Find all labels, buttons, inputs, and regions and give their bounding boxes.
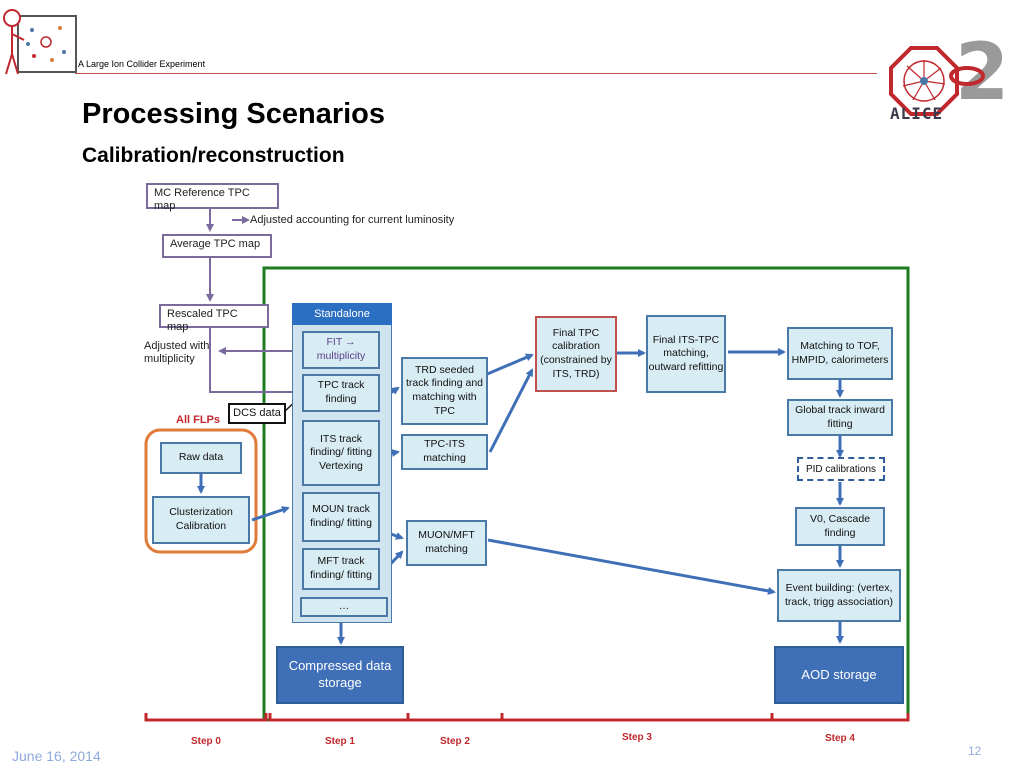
mft-track-finding-box: MFT track finding/ fitting	[302, 548, 380, 590]
clusterization-calibration-box: Clusterization Calibration	[152, 496, 250, 544]
its-track-finding-box: ITS track finding/ fitting Vertexing	[302, 420, 380, 486]
final-tpc-calibration-box: Final TPC calibration (constrained by IT…	[535, 316, 617, 392]
dcs-data-box: DCS data	[228, 403, 286, 424]
standalone-header: Standalone	[292, 303, 392, 325]
moun-track-finding-box: MOUN track finding/ fitting	[302, 492, 380, 542]
page-number: 12	[968, 744, 982, 758]
o2-swoosh	[949, 66, 985, 86]
matching-tof-box: Matching to TOF, HMPID, calorimeters	[787, 327, 893, 380]
adjusted-luminosity-label: Adjusted accounting for current luminosi…	[250, 214, 455, 226]
final-its-tpc-box: Final ITS-TPC matching, outward refittin…	[646, 315, 726, 393]
step-2-label: Step 2	[439, 736, 470, 747]
step1-bracket	[268, 713, 410, 722]
v0-cascade-box: V0, Cascade finding	[795, 507, 885, 546]
alice-mascot-logo	[3, 9, 77, 75]
rescaled-tpc-map-box: Rescaled TPC map	[159, 304, 269, 333]
alice-octagon-logo	[889, 46, 959, 116]
header-divider	[75, 73, 877, 74]
step4-bracket	[770, 713, 910, 722]
tpc-track-finding-box: TPC track finding	[302, 374, 380, 412]
global-track-fitting-box: Global track inward fitting	[787, 399, 893, 436]
fit-multiplicity-box: FIT → multiplicity	[302, 331, 380, 369]
footer-date: June 16, 2014	[12, 748, 101, 764]
event-building-box: Event building: (vertex, track, trigg as…	[777, 569, 901, 622]
all-flps-label: All FLPs	[176, 414, 221, 426]
muon-mft-matching-box: MUON/MFT matching	[406, 520, 487, 566]
page-subtitle: Calibration/reconstruction	[82, 144, 345, 167]
compressed-storage-box: Compressed data storage	[276, 646, 404, 704]
step-1-label: Step 1	[324, 736, 355, 747]
aod-storage-box: AOD storage	[774, 646, 904, 704]
tpc-its-matching-box: TPC-ITS matching	[401, 434, 488, 470]
step-4-label: Step 4	[824, 733, 855, 744]
step2-bracket	[406, 713, 504, 722]
step0-bracket	[144, 713, 268, 722]
page-title: Processing Scenarios	[82, 98, 386, 130]
alice-logo-text: ALICE	[890, 104, 944, 123]
step3-bracket	[500, 713, 774, 722]
raw-data-box: Raw data	[160, 442, 242, 474]
trd-seeded-box: TRD seeded track finding and matching wi…	[401, 357, 488, 425]
ellipsis-box: …	[300, 597, 388, 617]
step-3-label: Step 3	[621, 732, 652, 743]
step-0-label: Step 0	[190, 736, 221, 747]
average-tpc-map-box: Average TPC map	[162, 234, 272, 258]
adjusted-multiplicity-label: Adjusted with multiplicity	[144, 340, 210, 366]
pid-calibrations-box: PID calibrations	[797, 457, 885, 481]
alice-o2-logo: ALICE 2	[885, 34, 1015, 132]
experiment-tagline: A Large Ion Collider Experiment	[78, 59, 206, 69]
flp-frame	[144, 428, 258, 554]
mc-reference-tpc-map-box: MC Reference TPC map	[146, 183, 279, 212]
